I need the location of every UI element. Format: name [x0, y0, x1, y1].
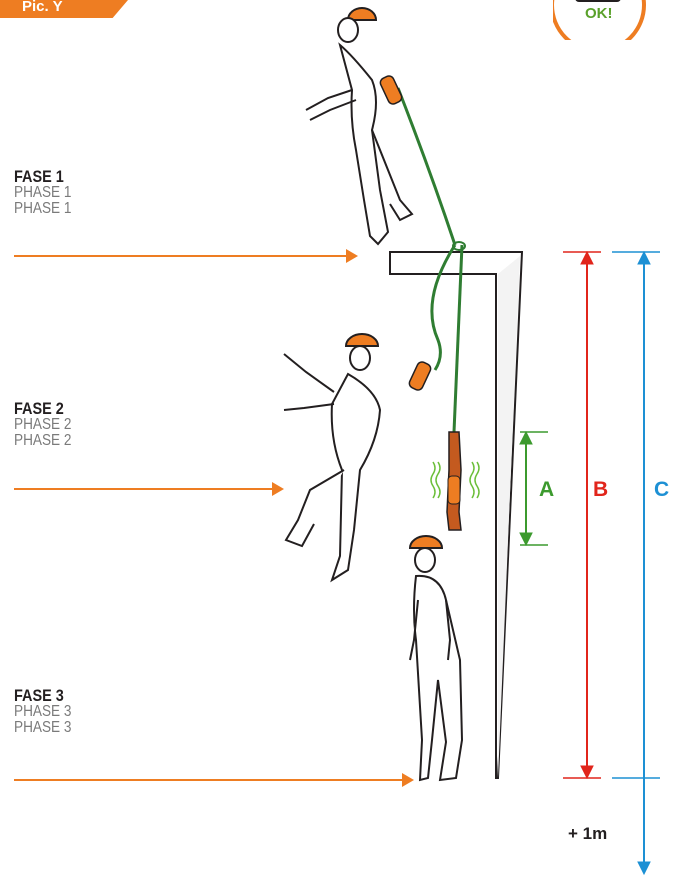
climber-phase-1 — [305, 7, 414, 246]
lanyard-phase-2 — [430, 244, 457, 371]
lanyard-phase-3 — [452, 244, 464, 433]
phase-2-en: PHASE 2 — [14, 416, 72, 433]
phase-1-fase: FASE 1 — [14, 167, 64, 186]
phase-2-fr: PHASE 2 — [14, 432, 72, 449]
pic-tag: Pic. Y — [0, 0, 128, 18]
dimension-c — [612, 250, 660, 876]
dimension-a-label: A — [539, 478, 555, 501]
dimension-b — [563, 250, 601, 780]
platform — [389, 251, 524, 779]
wall-face — [498, 256, 520, 778]
absorber-phase-3-label — [447, 475, 461, 505]
vibration-marks — [430, 461, 480, 499]
climber-phase-3 — [408, 535, 464, 782]
phase-1-fr: PHASE 1 — [14, 200, 72, 217]
dimension-c-label: C — [654, 478, 670, 501]
dimension-a — [519, 430, 548, 547]
ok-badge-text: OK! — [585, 5, 613, 22]
phase-3-arrowhead — [402, 773, 414, 787]
phase-1-arrowhead — [346, 249, 358, 263]
phase-2-arrowhead — [272, 482, 284, 496]
lanyard — [396, 87, 466, 433]
climber-phase-2 — [283, 333, 382, 583]
ok-badge-icon — [553, 0, 646, 40]
lanyard-phase-1 — [396, 87, 457, 246]
phase-2-fase: FASE 2 — [14, 399, 64, 418]
phase-1-label: FASE 1 PHASE 1 PHASE 1 — [14, 168, 82, 217]
dimension-b-label: B — [593, 478, 609, 501]
phase-3-label: FASE 3 PHASE 3 PHASE 3 — [14, 687, 82, 736]
absorber-phase-2 — [408, 361, 432, 391]
extra-distance-label: + 1m — [568, 824, 608, 843]
phase-2-label: FASE 2 PHASE 2 PHASE 2 — [14, 400, 82, 449]
phase-3-fr: PHASE 3 — [14, 719, 72, 736]
phase-3-fase: FASE 3 — [14, 686, 64, 705]
phase-3-en: PHASE 3 — [14, 703, 72, 720]
phase-1-en: PHASE 1 — [14, 184, 72, 201]
phase-arrows — [14, 249, 414, 787]
absorbers — [379, 75, 462, 531]
absorber-phase-1 — [379, 75, 403, 105]
anchor-ring — [452, 241, 466, 251]
